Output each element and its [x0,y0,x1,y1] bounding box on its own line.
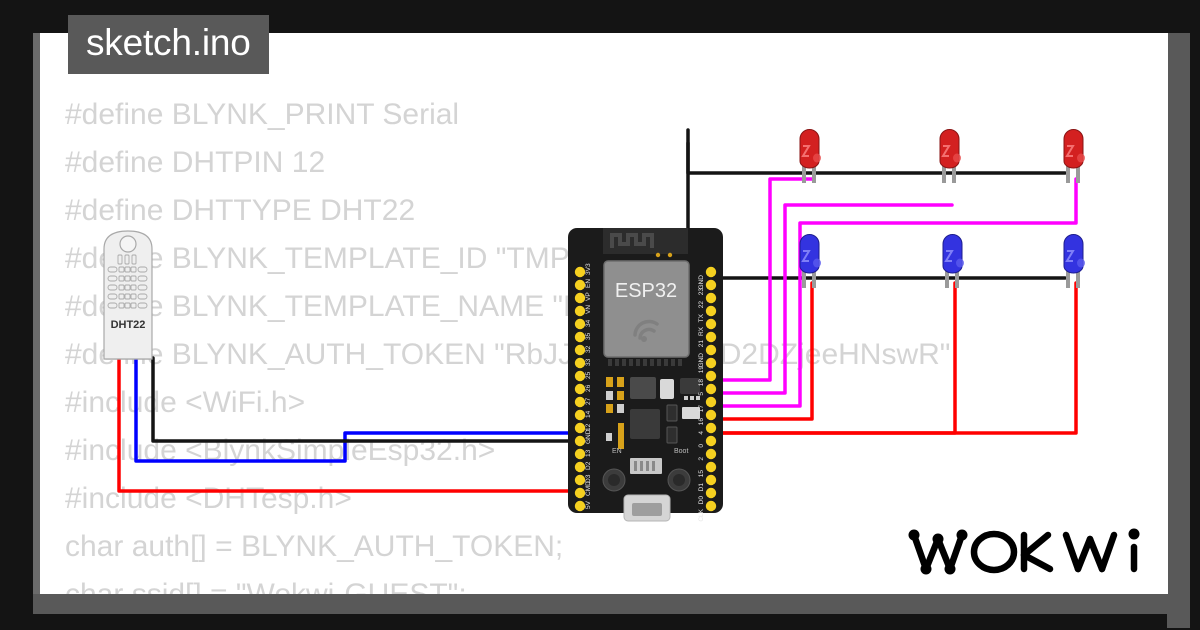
pin-label: 27 [585,397,592,405]
wire-pin2-led-blue-2 [689,281,957,435]
pin-label: 5V [585,500,592,509]
esp32-boot-silk: Boot [674,448,688,455]
pin-label: GND [698,275,705,290]
vertical-scrollbar[interactable] [1167,33,1190,628]
canvas-left-gutter [33,33,41,594]
pin-label: TX [698,313,705,322]
diagram-canvas[interactable]: #define BLYNK_PRINT Serial #define DHTPI… [40,33,1168,594]
pin-label: D2 [585,461,592,470]
pin-label: 14 [585,410,592,418]
pin-label: 17 [698,405,705,413]
wire-pin16-led-red-2 [689,203,954,395]
pin-label: 35 [585,332,592,340]
antenna-icon [610,233,654,248]
esp32-en-silk: EN [612,448,622,455]
pin-label: 34 [585,319,592,327]
led-red-1[interactable] [799,129,821,184]
dht22-sensor[interactable]: DHT22 [102,230,154,360]
pin-label: 23 [698,288,705,296]
pin-label: GND [585,429,592,444]
pin-label: 16 [698,418,705,426]
pin-label: 2 [698,457,705,461]
wire-gnd-rail-blue [686,141,1067,280]
wifi-icon [633,319,659,342]
pin-label: 33 [585,358,592,366]
esp32-label: ESP32 [615,280,677,302]
pin-label: D0 [698,496,705,505]
led-red-3[interactable] [1063,129,1085,184]
circuit-diagram: DHT22 ESP32 [102,128,1140,575]
pin-label: 3V3 [585,263,592,275]
led-red-2[interactable] [939,129,961,184]
pin-label: D1 [698,483,705,492]
horizontal-scrollbar[interactable] [33,592,1179,614]
led-blue-3[interactable] [1063,234,1085,288]
wire-dht-vcc [117,356,584,493]
wire-pin0-led-blue-1 [689,281,814,421]
pin-label: 18 [698,379,705,387]
pin-label: 21 [698,340,705,348]
pin-label: 12 [585,423,592,431]
pin-label: 5 [698,392,705,396]
pin-label: D3 [585,474,592,483]
pin-label: 19 [698,366,705,374]
wire-gnd-rail-red [686,128,1067,175]
led-blue-1[interactable] [799,234,821,288]
wokwi-logo [908,528,1140,575]
pin-label: RX [698,326,705,336]
pin-label: VN [585,305,592,314]
pin-label: 0 [698,444,705,448]
pin-label: VP [585,292,592,301]
pin-label: CLK [698,508,705,521]
dht22-grille [107,254,148,309]
led-blue-2[interactable] [942,234,964,288]
dht22-label: DHT22 [111,319,146,331]
wire-pin4-led-red-3 [689,177,1078,408]
wire-pin17-led-red-1 [689,177,814,382]
wire-dht-data [134,356,584,463]
pin-label: 13 [585,449,592,457]
pin-label: 22 [698,301,705,309]
pin-label: 15 [698,470,705,478]
pin-label: 26 [585,384,592,392]
file-title-badge: sketch.ino [68,15,269,74]
esp32-left-header[interactable]: 3V3 EN VP VN 34 35 32 33 25 26 27 14 12 … [574,263,592,512]
wire-pin15-led-blue-3 [689,281,1078,448]
esp32-board[interactable]: ESP32 [568,228,723,522]
pin-label: 4 [698,431,705,435]
pin-label: 25 [585,371,592,379]
esp32-right-header[interactable]: GND 23 22 TX RX 21 GND 19 18 5 17 16 4 0… [698,266,717,522]
pin-label: 32 [585,345,592,353]
pin-label: EN [585,279,592,288]
wire-dht-gnd [151,356,584,443]
pin-label: GND [698,353,705,368]
pin-label: CMD [585,481,592,496]
